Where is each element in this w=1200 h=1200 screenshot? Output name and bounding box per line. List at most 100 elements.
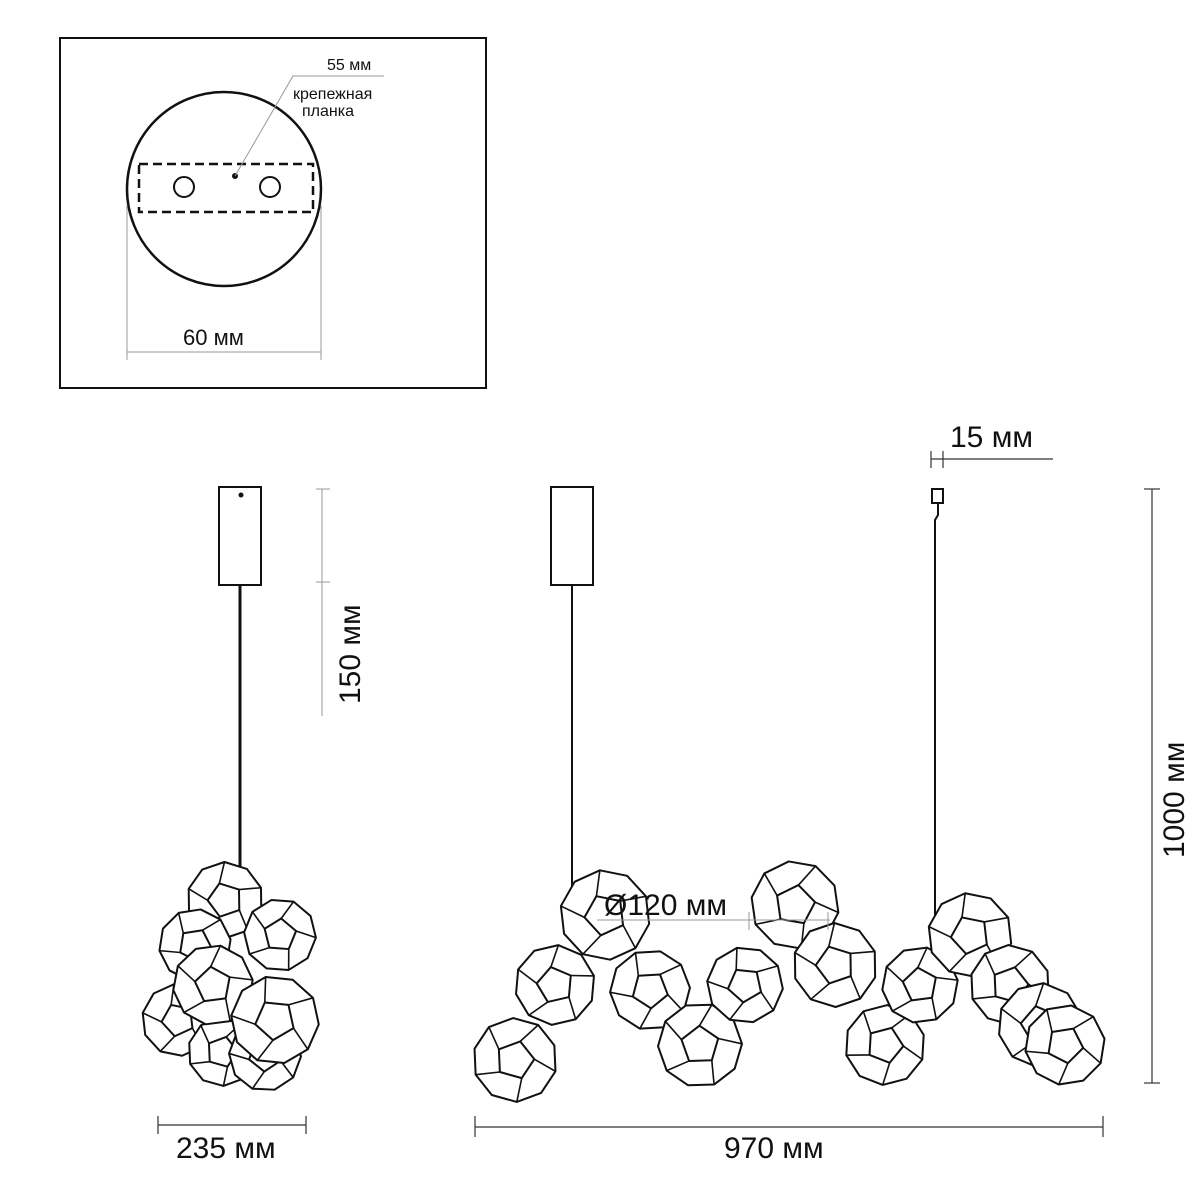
glass-shade-edge <box>1025 1050 1049 1055</box>
side-view: 150 мм 235 мм <box>141 486 367 1165</box>
glass-shade-edge <box>177 965 196 983</box>
glass-shade-face <box>949 916 988 955</box>
canopy-circle <box>125 90 323 288</box>
glass-shade-edge <box>238 886 262 891</box>
glass-shade-edge <box>200 1025 210 1044</box>
glass-shade-edge <box>891 999 913 1012</box>
glass-shade-face <box>631 973 669 1010</box>
side-canopy <box>218 486 262 586</box>
glass-shade-face <box>263 917 298 951</box>
glass-shade-edge <box>1072 1016 1094 1030</box>
glass-shade-edge <box>622 924 637 949</box>
canopy-top-view-inset: 55 мм крепежная планка 60 мм <box>59 37 487 389</box>
glass-shade-face <box>1047 1027 1085 1065</box>
glass-shade-edge <box>550 944 560 968</box>
glass-shade-edge <box>850 975 861 999</box>
glass-shade-face <box>583 895 625 937</box>
glass-shade-face <box>193 965 231 1003</box>
glass-shade-edge <box>475 1071 500 1076</box>
glass-shade-edge <box>177 912 185 934</box>
glass-shade-edge <box>280 901 295 919</box>
glass-shade-edge <box>666 1060 690 1072</box>
glass-shade-edge <box>881 1062 891 1086</box>
glass-shade-face <box>535 966 572 1003</box>
side-width-label: 235 мм <box>176 1132 276 1165</box>
glass-shade-edge <box>634 952 640 976</box>
total-length-label: 970 мм <box>724 1132 824 1165</box>
glass-shade-edge <box>209 945 222 968</box>
glass-shade-edge <box>224 998 231 1022</box>
glass-shade-edge <box>251 1071 265 1090</box>
glass-shade-edge <box>620 895 647 902</box>
front-mount-bracket <box>931 488 944 504</box>
glass-shade-edge <box>706 980 729 990</box>
glass-shade-edge <box>931 997 938 1020</box>
glass-shade-edge <box>218 861 226 884</box>
glass-shade-edge <box>519 1024 539 1042</box>
glass-shade-edge <box>517 968 538 985</box>
glass-shade-edge <box>984 916 1009 923</box>
side-pendant-cluster <box>141 861 320 1091</box>
glass-shade-edge <box>948 953 967 973</box>
glass-shade-edge <box>488 1026 500 1050</box>
front-suspension-cable-right <box>934 503 939 935</box>
mounting-hole-right <box>259 176 281 198</box>
mount-width-label: 15 мм <box>950 421 1033 454</box>
glass-shade-edge <box>142 1012 162 1023</box>
glass-shade-edge <box>568 996 577 1020</box>
glass-shade-face <box>726 968 763 1004</box>
side-drop-label: 150 мм <box>334 604 367 704</box>
glass-shade-edge <box>794 951 817 966</box>
glass-shade-face <box>814 945 852 985</box>
plate-name-line1: крепежная <box>293 86 372 103</box>
glass-shade-edge <box>230 1014 256 1026</box>
canopy-diameter-label: 60 мм <box>183 325 244 350</box>
glass-shade-edge <box>609 991 634 998</box>
inset-frame <box>59 37 487 389</box>
glass-shade-edge <box>516 1077 523 1103</box>
glass-shade-edge <box>288 997 314 1006</box>
glass-shade-edge <box>256 1039 274 1061</box>
glass-shade-edge <box>533 1058 556 1072</box>
glass-shade-edge <box>827 922 836 947</box>
glass-shade-edge <box>961 893 967 918</box>
glass-shade-edge <box>984 953 996 976</box>
glass-shade-edge <box>710 1060 715 1085</box>
mounting-plate-outline <box>137 162 315 214</box>
glass-shade-edge <box>814 901 839 914</box>
glass-shade-face <box>254 1001 295 1042</box>
glass-shade-edge <box>159 949 181 954</box>
glass-shade-edge <box>202 918 221 931</box>
glass-shade-face <box>868 1026 905 1064</box>
front-canopy <box>550 486 594 586</box>
glass-shade-edge <box>664 1020 683 1041</box>
glass-shade-edge <box>1082 1047 1102 1064</box>
glass-shade-edge <box>159 1035 176 1052</box>
glass-shade-edge <box>756 965 779 973</box>
glass-shade-edge <box>1046 1009 1053 1033</box>
glass-shade-edge <box>760 991 775 1011</box>
glass-shade-edge <box>183 1000 205 1014</box>
glass-shade-edge <box>292 1027 309 1050</box>
glass-shade-edge <box>1034 982 1045 1007</box>
glass-shade-edge <box>935 976 958 981</box>
glass-shade-edge <box>229 976 253 981</box>
glass-shade-edge <box>228 1052 250 1061</box>
mounting-hole-left <box>173 176 195 198</box>
plate-leader-line <box>234 75 384 177</box>
front-view: 15 мм 1000 мм Ø120 мм 970 мм <box>473 421 1191 1165</box>
glass-shade-edge <box>1014 951 1033 968</box>
glass-shade-edge <box>528 1001 549 1016</box>
glass-shade-edge <box>698 1004 713 1027</box>
glass-shade-edge <box>222 1066 229 1087</box>
ball-diameter-label: Ø120 мм <box>604 889 727 922</box>
glass-shade-edge <box>659 963 682 976</box>
glass-shade-edge <box>763 873 778 896</box>
glass-shade-edge <box>639 1007 652 1030</box>
glass-shade-edge <box>295 930 317 939</box>
side-canopy-screw <box>238 492 244 498</box>
glass-shade-edge <box>251 911 266 930</box>
glass-shade-edge <box>928 925 952 938</box>
glass-shade-edge <box>917 947 928 968</box>
